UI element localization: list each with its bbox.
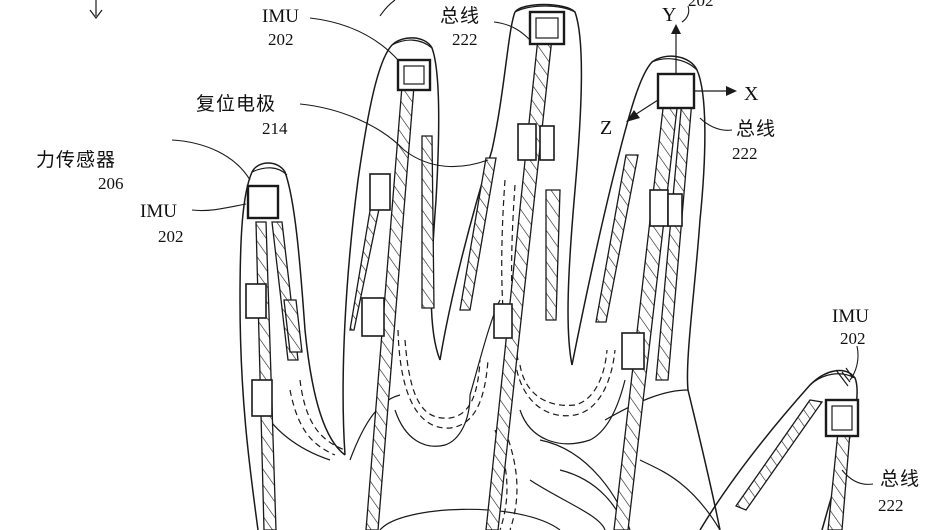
imu-index-box bbox=[656, 72, 696, 110]
bus-middle-num: 222 bbox=[452, 30, 478, 49]
force-sensor-label: 力传感器 bbox=[36, 149, 116, 171]
annotation-labels: IMU 202 总线 222 Y 202 复位电极 214 X Z 总线 222… bbox=[36, 0, 920, 515]
axis-y-label: Y bbox=[662, 4, 676, 26]
imu-units bbox=[246, 10, 860, 438]
imu-little-box bbox=[246, 184, 280, 220]
imu-little-num: 202 bbox=[158, 227, 184, 246]
force-sensor-num: 206 bbox=[98, 174, 124, 193]
imu-thumb-num: 202 bbox=[840, 329, 866, 348]
bus-thumb-num: 222 bbox=[878, 496, 904, 515]
imu-thumb-box bbox=[824, 398, 860, 438]
axis-z-arrow-icon bbox=[626, 110, 640, 122]
corner-arrow-icon bbox=[89, 0, 103, 19]
force-sensors bbox=[245, 123, 683, 417]
axis-x-arrow-icon bbox=[726, 86, 737, 96]
bus-middle-label: 总线 bbox=[440, 5, 480, 27]
bus-strips bbox=[255, 37, 851, 530]
reset-electrode-label: 复位电极 bbox=[196, 93, 276, 115]
little-finger-outline bbox=[239, 162, 346, 530]
imu-middle-box bbox=[528, 10, 566, 46]
bus-thumb-label: 总线 bbox=[880, 468, 920, 490]
axis-y-arrow-icon bbox=[671, 24, 681, 34]
imu-index-num: 202 bbox=[268, 30, 294, 49]
imu-ring-box bbox=[396, 58, 432, 92]
imu-index-label: IMU bbox=[262, 6, 299, 27]
bus-ring-label: 总线 bbox=[736, 118, 776, 140]
axis-z-label: Z bbox=[600, 117, 612, 139]
coordinate-axes bbox=[626, 24, 737, 122]
bus-ring-num: 222 bbox=[732, 144, 758, 163]
axis-y-num-partial: 202 bbox=[688, 0, 714, 10]
dashed-contours bbox=[289, 179, 616, 530]
reset-electrode-num: 214 bbox=[262, 119, 288, 138]
axis-x-label: X bbox=[744, 83, 759, 105]
middle-finger-outline bbox=[439, 3, 583, 366]
imu-thumb-label: IMU bbox=[832, 306, 869, 327]
leader-lines bbox=[171, 0, 874, 485]
index-finger-outline bbox=[571, 55, 706, 391]
imu-little-label: IMU bbox=[140, 201, 177, 222]
